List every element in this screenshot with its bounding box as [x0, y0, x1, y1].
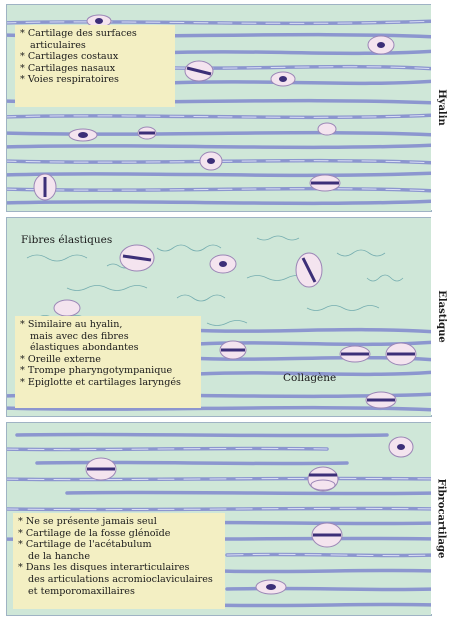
elastic-side-label: Elastique [431, 217, 451, 415]
note-line: et temporomaxillaires [18, 586, 220, 598]
note-line: * Dans les disques interarticulaires [18, 562, 220, 574]
elastic-fibers-label: Fibres élastiques [21, 234, 112, 246]
note-line: élastiques abondantes [20, 342, 196, 354]
fibrocartilage-locations-note: * Ne se présente jamais seul * Cartilage… [13, 513, 225, 609]
note-line: * Cartilages nasaux [20, 63, 170, 75]
note-line: * Epiglotte et cartilages laryngés [20, 377, 196, 389]
note-line: articulaires [20, 40, 170, 52]
note-line: * Cartilage de l'acétabulum [18, 539, 220, 551]
elastic-locations-note: * Similaire au hyalin, mais avec des fib… [15, 316, 201, 408]
note-line: * Oreille externe [20, 354, 196, 366]
note-line: de la hanche [18, 551, 220, 563]
note-line: * Cartilage des surfaces [20, 28, 170, 40]
note-line: * Ne se présente jamais seul [18, 516, 220, 528]
fibrocartilage-title: Fibrocartilage [436, 478, 447, 558]
note-line: * Cartilage de la fosse glénoïde [18, 528, 220, 540]
elastic-panel: Fibres élastiques Collagène * Similaire … [6, 217, 432, 417]
fibrocartilage-side-label: Fibrocartilage [431, 422, 451, 614]
hyaline-locations-note: * Cartilage des surfaces articulaires * … [15, 25, 175, 107]
collagen-label: Collagène [283, 372, 336, 384]
note-line: * Similaire au hyalin, [20, 319, 196, 331]
note-line: * Cartilages costaux [20, 51, 170, 63]
hyaline-side-label: Hyalin [431, 4, 451, 210]
note-line: * Voies respiratoires [20, 74, 170, 86]
hyaline-title: Hyalin [436, 89, 447, 126]
hyaline-panel: * Cartilage des surfaces articulaires * … [6, 4, 432, 212]
elastic-title: Elastique [436, 290, 447, 343]
fibrocartilage-panel: * Ne se présente jamais seul * Cartilage… [6, 422, 432, 616]
note-line: mais avec des fibres [20, 331, 196, 343]
note-line: des articulations acromioclaviculaires [18, 574, 220, 586]
note-line: * Trompe pharyngotympanique [20, 365, 196, 377]
